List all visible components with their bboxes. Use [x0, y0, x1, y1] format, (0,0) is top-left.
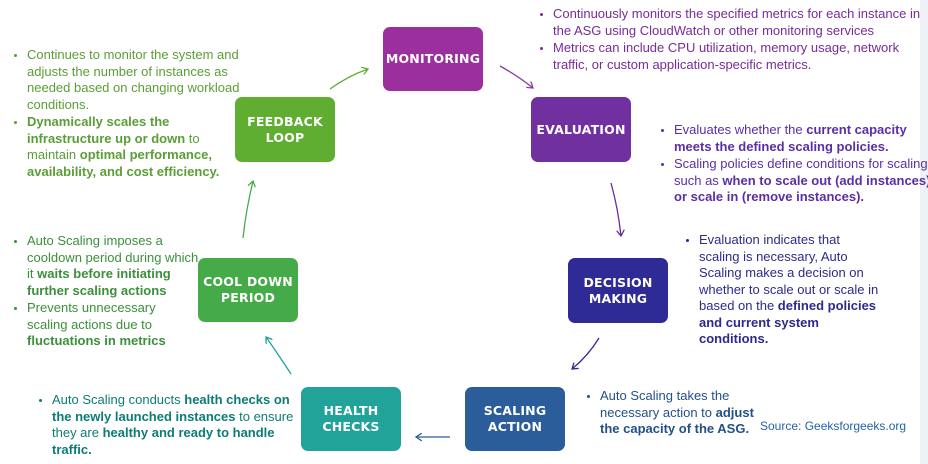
decision-making-box: DECISION MAKING	[568, 258, 668, 323]
evaluation-note-2: Scaling policies define conditions for s…	[674, 156, 928, 206]
arrow-health-to-cooldown	[266, 337, 292, 375]
health-checks-box: HEALTH CHECKS	[301, 387, 401, 451]
evaluation-label: EVALUATION	[536, 121, 626, 137]
monitoring-note-2: Metrics can include CPU utilization, mem…	[553, 40, 928, 73]
arrow-feedback-to-monitoring	[329, 69, 368, 90]
arrow-decision-to-scaling	[572, 337, 600, 369]
decision-notes: Evaluation indicates that scaling is nec…	[677, 232, 879, 349]
feedback-note-2: Dynamically scales the infrastructure up…	[27, 114, 249, 180]
health-note-1: Auto Scaling conducts health checks on t…	[52, 392, 304, 458]
feedback-loop-label: FEEDBACK LOOP	[247, 113, 323, 145]
decision-making-label: DECISION MAKING	[583, 274, 653, 306]
cooldown-note-2: Prevents unnecessary scaling actions due…	[27, 300, 199, 350]
health-notes: Auto Scaling conducts health checks on t…	[30, 392, 304, 459]
evaluation-box: EVALUATION	[531, 97, 631, 162]
arrow-evaluation-to-decision	[610, 182, 621, 236]
cooldown-note-1: Auto Scaling imposes a cooldown period d…	[27, 233, 199, 299]
monitoring-notes: Continuously monitors the specified metr…	[531, 6, 928, 74]
cool-down-period-label: COOL DOWN PERIOD	[203, 274, 293, 305]
cooldown-notes: Auto Scaling imposes a cooldown period d…	[5, 233, 199, 351]
arrow-cooldown-to-feedback	[242, 181, 253, 239]
feedback-loop-box: FEEDBACK LOOP	[235, 97, 335, 162]
decision-note-1: Evaluation indicates that scaling is nec…	[699, 232, 879, 348]
scaling-action-label: SCALING ACTION	[483, 403, 547, 434]
source-credit: Source: Geeksforgeeks.org	[760, 419, 907, 433]
evaluation-note-1: Evaluates whether the current capacity m…	[674, 122, 928, 155]
evaluation-notes: Evaluates whether the current capacity m…	[652, 122, 928, 207]
cool-down-period-box: COOL DOWN PERIOD	[198, 258, 298, 322]
monitoring-label: MONITORING	[385, 51, 481, 66]
monitoring-note-1: Continuously monitors the specified metr…	[553, 6, 928, 39]
right-edge-band	[920, 0, 928, 464]
health-checks-label: HEALTH CHECKS	[322, 403, 380, 434]
arrow-monitoring-to-evaluation	[499, 65, 533, 88]
scaling-note-1: Auto Scaling takes the necessary action …	[600, 388, 760, 438]
feedback-note-1: Continues to monitor the system and adju…	[27, 47, 249, 113]
monitoring-box: MONITORING	[383, 27, 483, 91]
scaling-notes: Auto Scaling takes the necessary action …	[578, 388, 760, 439]
feedback-notes: Continues to monitor the system and adju…	[5, 47, 249, 181]
scaling-action-box: SCALING ACTION	[465, 387, 565, 451]
